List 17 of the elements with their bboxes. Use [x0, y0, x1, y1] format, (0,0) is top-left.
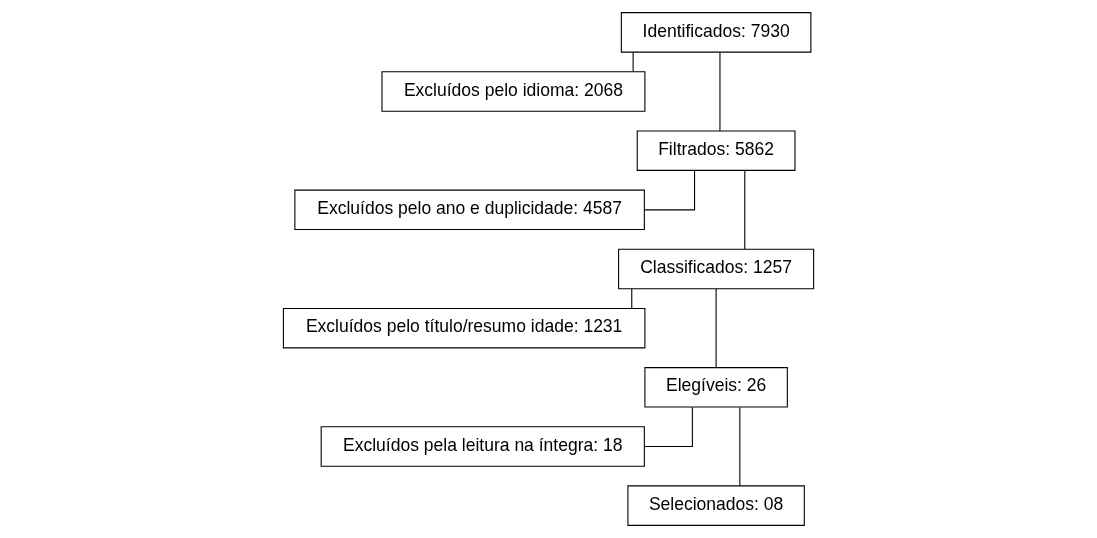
connector — [632, 51, 634, 73]
connector — [739, 406, 741, 487]
connector — [631, 288, 633, 309]
node-box: Excluídos pelo título/resumo idade: 1231 — [282, 307, 646, 349]
connector — [719, 51, 721, 132]
node-box: Filtrados: 5862 — [636, 130, 796, 171]
node-box: Selecionados: 08 — [627, 485, 805, 526]
node-box: Excluídos pelo idioma: 2068 — [381, 71, 646, 112]
node-box: Classificados: 1257 — [618, 248, 815, 290]
node-box: Excluídos pela leitura na íntegra: 18 — [320, 426, 645, 467]
connector — [715, 288, 717, 369]
node-box: Identificados: 7930 — [620, 12, 812, 53]
connector — [643, 170, 696, 211]
connector — [744, 170, 746, 250]
connector — [644, 406, 693, 448]
node-box: Excluídos pelo ano e duplicidade: 4587 — [294, 189, 645, 231]
node-box: Elegíveis: 26 — [644, 367, 788, 408]
